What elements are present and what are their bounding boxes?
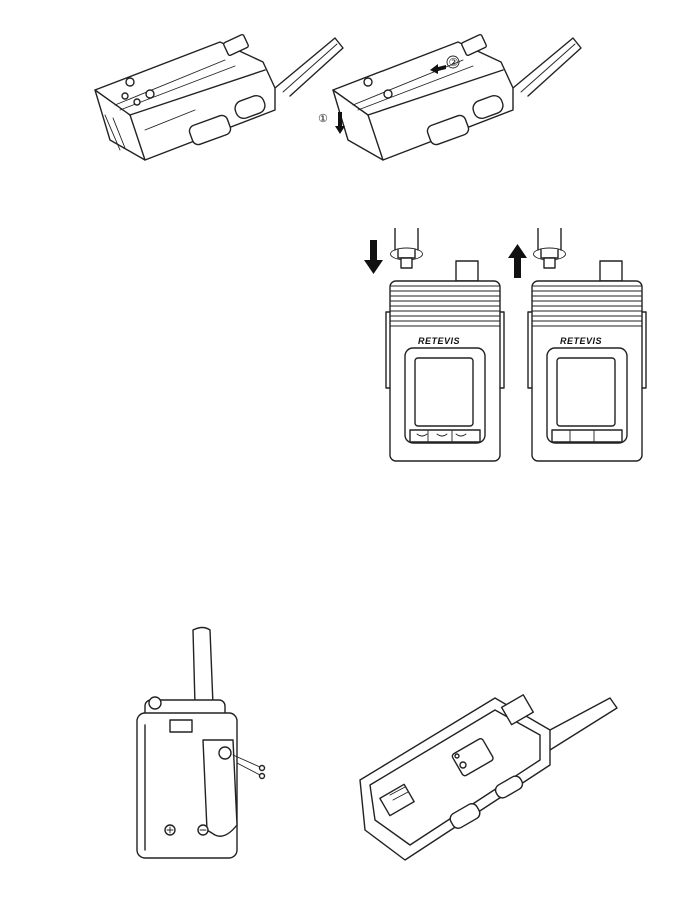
figure-belt-clip: [125, 625, 285, 865]
step-2-label: ②: [449, 56, 459, 69]
radio-left: RETEVIS: [386, 228, 504, 461]
figure-battery-cover-closed: [85, 30, 350, 165]
figure-antenna: RETEVIS RETEVIS: [360, 228, 650, 468]
figure-battery-cover-open: ② ①: [318, 30, 598, 170]
step-1-label: ①: [318, 112, 328, 125]
arrow-down-icon: [364, 240, 383, 274]
brand-logo-right: RETEVIS: [560, 336, 602, 346]
figure-battery-compartment: [355, 690, 625, 865]
radio-right: RETEVIS: [528, 228, 646, 461]
arrow-up-icon: [508, 244, 527, 278]
brand-logo-left: RETEVIS: [418, 336, 460, 346]
